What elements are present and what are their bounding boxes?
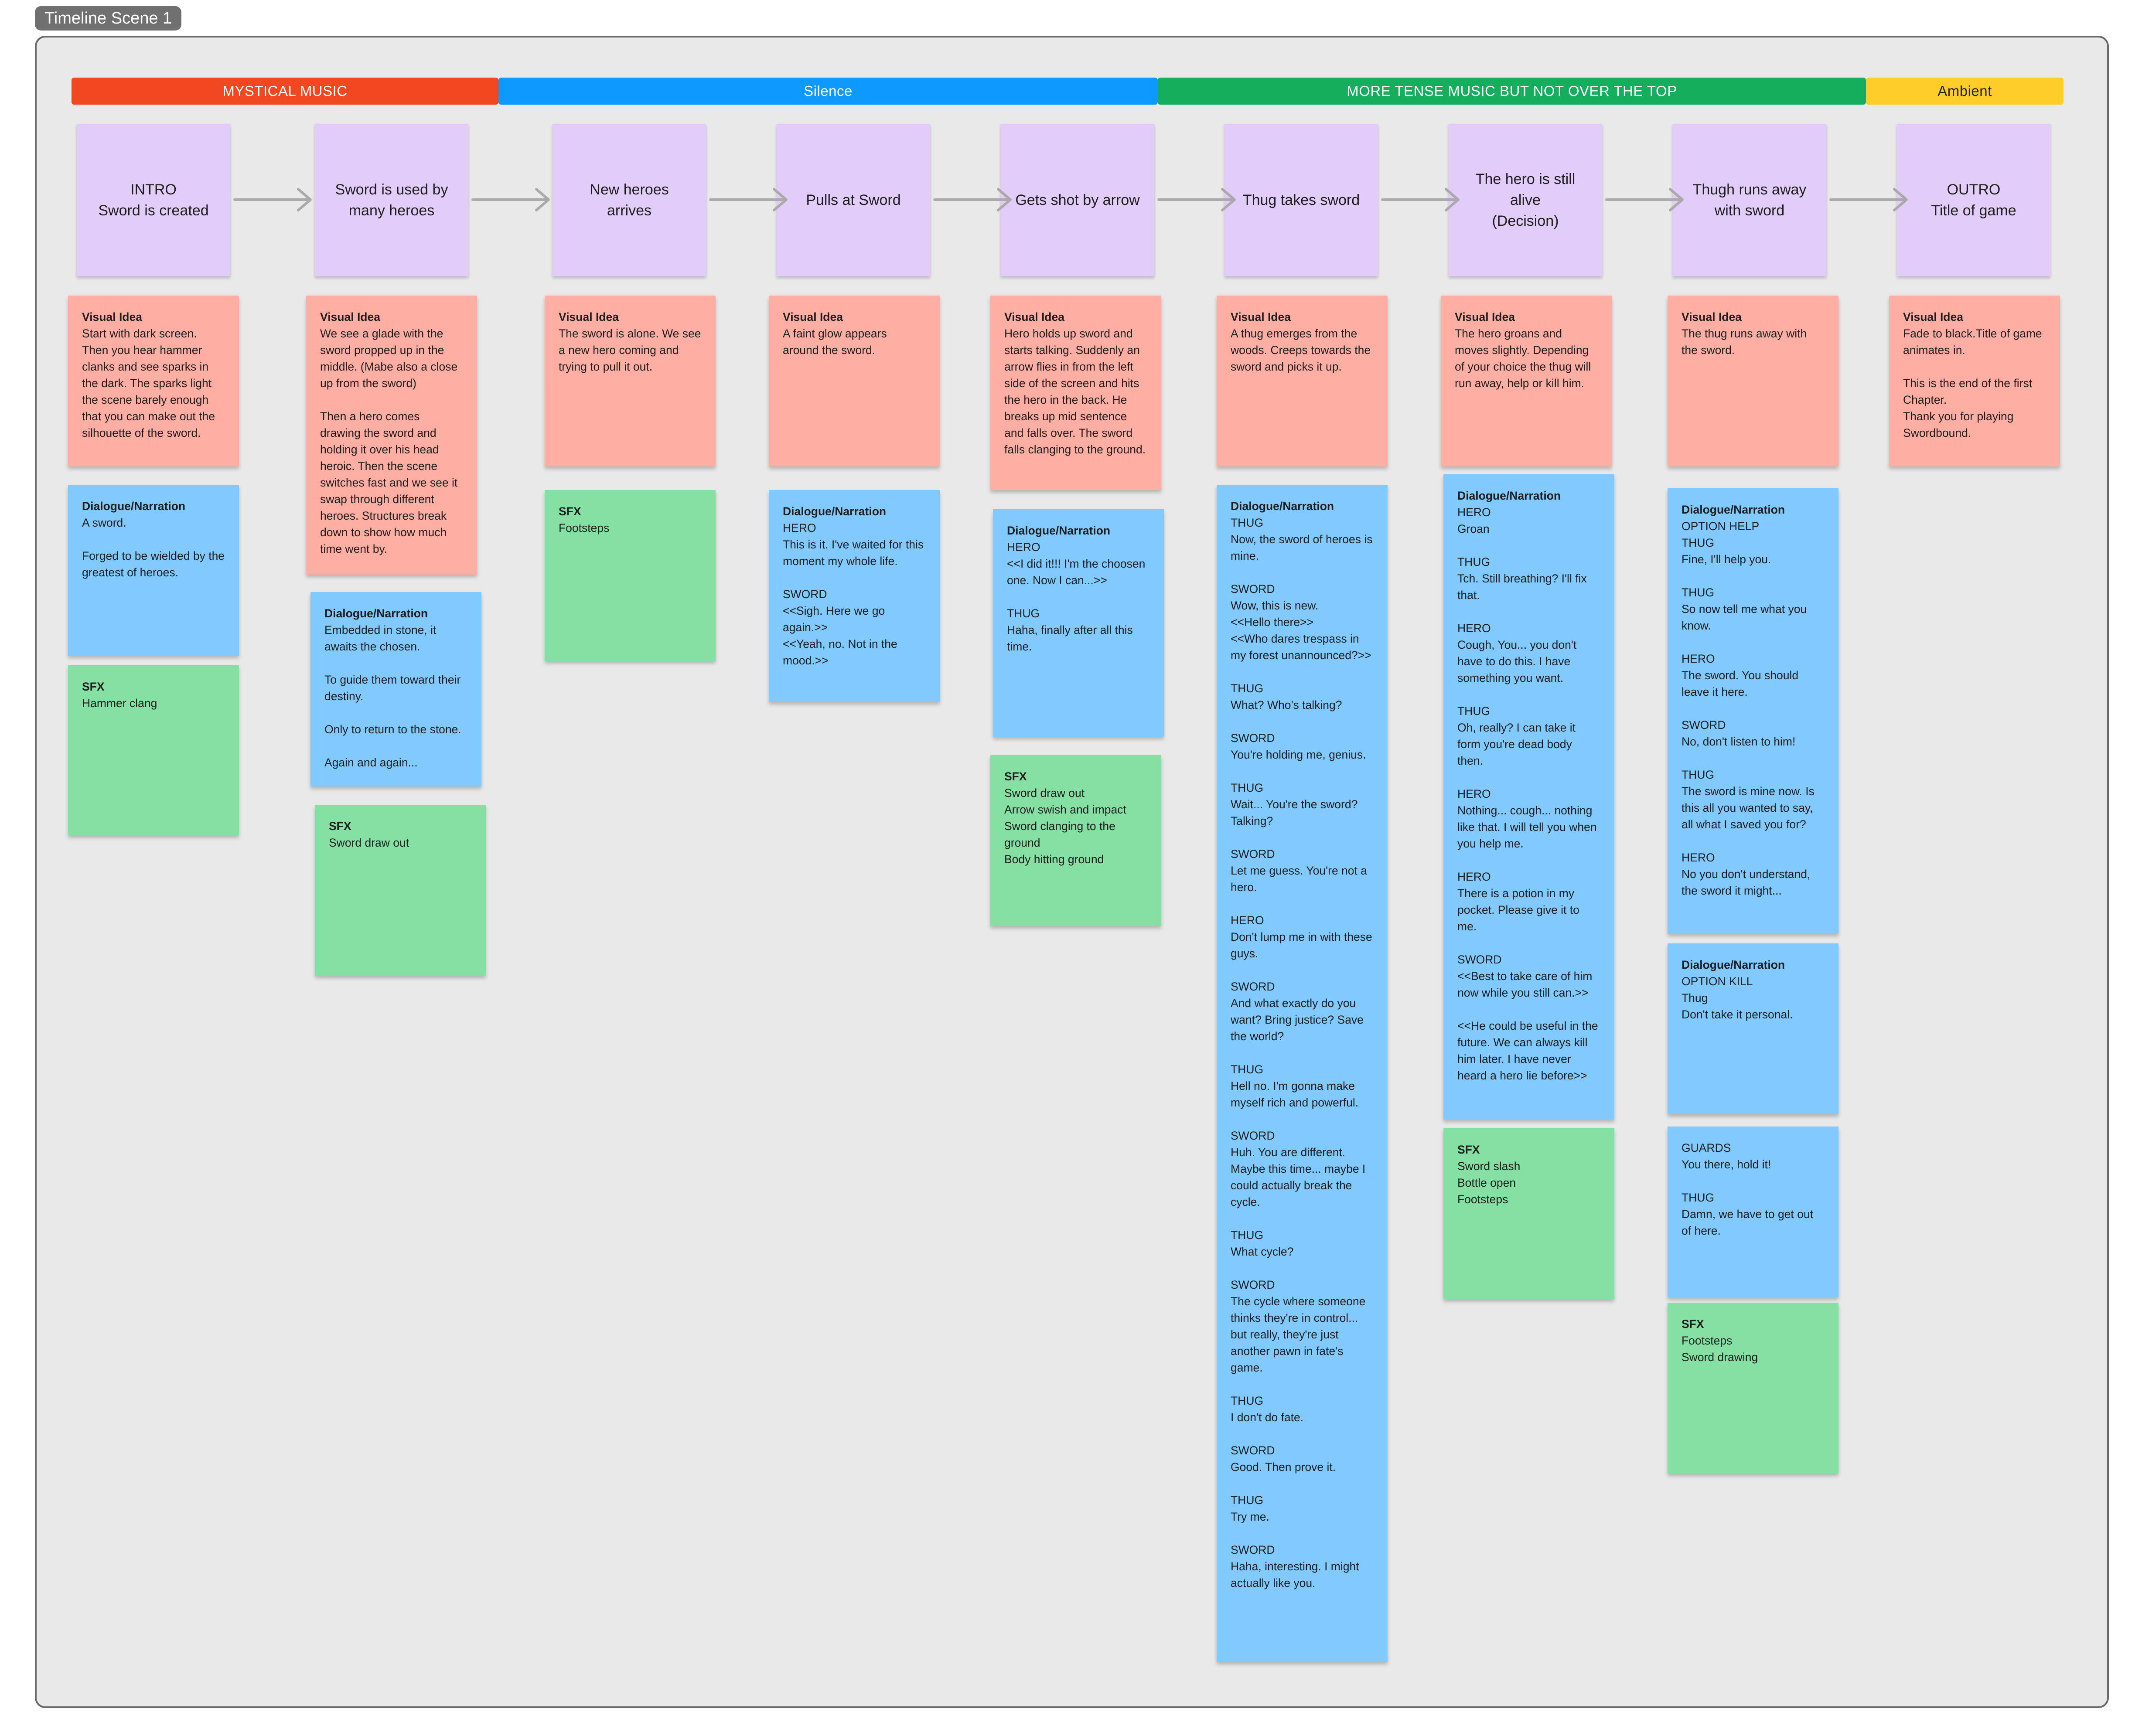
note-body: Sword draw out — [329, 836, 409, 849]
scene-intro-card[interactable]: INTRO Sword is created — [77, 124, 230, 276]
note-body: GUARDS You there, hold it! THUG Damn, we… — [1682, 1141, 1813, 1237]
note-title: Dialogue/Narration — [82, 500, 186, 513]
note-title: Dialogue/Narration — [1007, 524, 1111, 537]
sfx-note[interactable]: SFX Sword draw out Arrow swish and impact… — [990, 755, 1161, 926]
dialogue-note[interactable]: Dialogue/Narration A sword. Forged to be … — [68, 485, 239, 656]
note-body: OPTION HELP THUG Fine, I'll help you. TH… — [1682, 520, 1815, 897]
note-body: Sword slash Bottle open Footsteps — [1457, 1160, 1521, 1206]
note-body: Sword draw out Arrow swish and impact Sw… — [1004, 786, 1126, 866]
note-title: SFX — [329, 820, 351, 833]
note-title: Dialogue/Narration — [1457, 489, 1561, 502]
note-body: HERO Groan THUG Tch. Still breathing? I'… — [1457, 506, 1598, 1082]
scene-pulls-sword-card[interactable]: Pulls at Sword — [777, 124, 930, 276]
arrow-right-icon[interactable] — [709, 187, 790, 213]
note-title: SFX — [1004, 770, 1027, 783]
note-title: Visual Idea — [1455, 310, 1515, 323]
note-body: OPTION KILL Thug Don't take it personal. — [1682, 975, 1793, 1021]
note-body: The thug runs away with the sword. — [1682, 327, 1807, 357]
dialogue-note[interactable]: GUARDS You there, hold it! THUG Damn, we… — [1668, 1127, 1838, 1297]
visual-note[interactable]: Visual Idea A faint glow appears around t… — [769, 296, 940, 466]
music-band-2[interactable]: Silence — [498, 78, 1158, 105]
note-body: Hero holds up sword and starts talking. … — [1004, 327, 1146, 456]
note-title: Dialogue/Narration — [1231, 500, 1334, 513]
note-body: Embedded in stone, it awaits the chosen.… — [324, 623, 461, 769]
note-body: Hammer clang — [82, 697, 157, 710]
arrow-right-icon[interactable] — [1829, 187, 1910, 213]
frame-title[interactable]: Timeline Scene 1 — [35, 6, 182, 31]
note-title: Visual Idea — [1231, 310, 1291, 323]
note-title: Visual Idea — [783, 310, 843, 323]
scene-hero-alive-decision-card[interactable]: The hero is still alive (Decision) — [1449, 124, 1602, 276]
sfx-note[interactable]: SFX Footsteps — [545, 490, 716, 661]
scene-outro-card[interactable]: OUTRO Title of game — [1897, 124, 2050, 276]
scene-thug-runs-away-card[interactable]: Thugh runs away with sword — [1673, 124, 1826, 276]
music-band-1[interactable]: MYSTICAL MUSIC — [72, 78, 498, 105]
note-title: Visual Idea — [559, 310, 619, 323]
visual-note[interactable]: Visual Idea We see a glade with the sword… — [306, 296, 477, 575]
note-title: SFX — [1457, 1143, 1480, 1156]
note-body: Start with dark screen. Then you hear ha… — [82, 327, 215, 439]
scene-new-heroes-card[interactable]: New heroes arrives — [553, 124, 706, 276]
music-band-3[interactable]: MORE TENSE MUSIC BUT NOT OVER THE TOP — [1158, 78, 1866, 105]
note-title: Dialogue/Narration — [783, 505, 887, 518]
note-body: A thug emerges from the woods. Creeps to… — [1231, 327, 1371, 373]
arrow-right-icon[interactable] — [471, 187, 552, 213]
note-title: SFX — [1682, 1317, 1704, 1331]
note-body: A sword. Forged to be wielded by the gre… — [82, 516, 225, 579]
music-band-4[interactable]: Ambient — [1866, 78, 2064, 105]
note-title: Visual Idea — [320, 310, 380, 323]
note-title: Visual Idea — [82, 310, 142, 323]
arrow-right-icon[interactable] — [933, 187, 1014, 213]
arrow-right-icon[interactable] — [1381, 187, 1462, 213]
note-title: Dialogue/Narration — [1682, 958, 1785, 971]
note-body: A faint glow appears around the sword. — [783, 327, 887, 357]
note-body: Fade to black.Title of game animates in.… — [1903, 327, 2042, 439]
sfx-note[interactable]: SFX Sword draw out — [315, 805, 486, 976]
scene-many-heroes-card[interactable]: Sword is used by many heroes — [315, 124, 468, 276]
note-title: Dialogue/Narration — [1682, 503, 1785, 516]
note-body: Footsteps Sword drawing — [1682, 1334, 1758, 1364]
scene-thug-takes-sword-card[interactable]: Thug takes sword — [1224, 124, 1378, 276]
arrow-right-icon[interactable] — [1157, 187, 1238, 213]
arrow-right-icon[interactable] — [233, 187, 314, 213]
note-title: SFX — [559, 505, 581, 518]
arrow-right-icon[interactable] — [1605, 187, 1686, 213]
note-title: SFX — [82, 680, 105, 693]
note-body: THUG Now, the sword of heroes is mine. S… — [1231, 516, 1373, 1590]
note-body: The sword is alone. We see a new hero co… — [559, 327, 701, 373]
sfx-note[interactable]: SFX Footsteps Sword drawing — [1668, 1303, 1838, 1474]
note-body: HERO <<I did it!!! I'm the choosen one. … — [1007, 541, 1146, 653]
note-body: We see a glade with the sword propped up… — [320, 327, 458, 555]
note-body: HERO This is it. I've waited for this mo… — [783, 521, 924, 667]
note-title: Visual Idea — [1004, 310, 1064, 323]
note-title: Dialogue/Narration — [324, 607, 428, 620]
note-title: Visual Idea — [1682, 310, 1742, 323]
note-body: The hero groans and moves slightly. Depe… — [1455, 327, 1591, 390]
sfx-note[interactable]: SFX Hammer clang — [68, 665, 239, 835]
sfx-note[interactable]: SFX Sword slash Bottle open Footsteps — [1443, 1128, 1614, 1299]
note-body: Footsteps — [559, 521, 610, 534]
note-title: Visual Idea — [1903, 310, 1963, 323]
visual-note[interactable]: Visual Idea A thug emerges from the woods… — [1217, 296, 1388, 466]
scene-shot-by-arrow-card[interactable]: Gets shot by arrow — [1001, 124, 1154, 276]
